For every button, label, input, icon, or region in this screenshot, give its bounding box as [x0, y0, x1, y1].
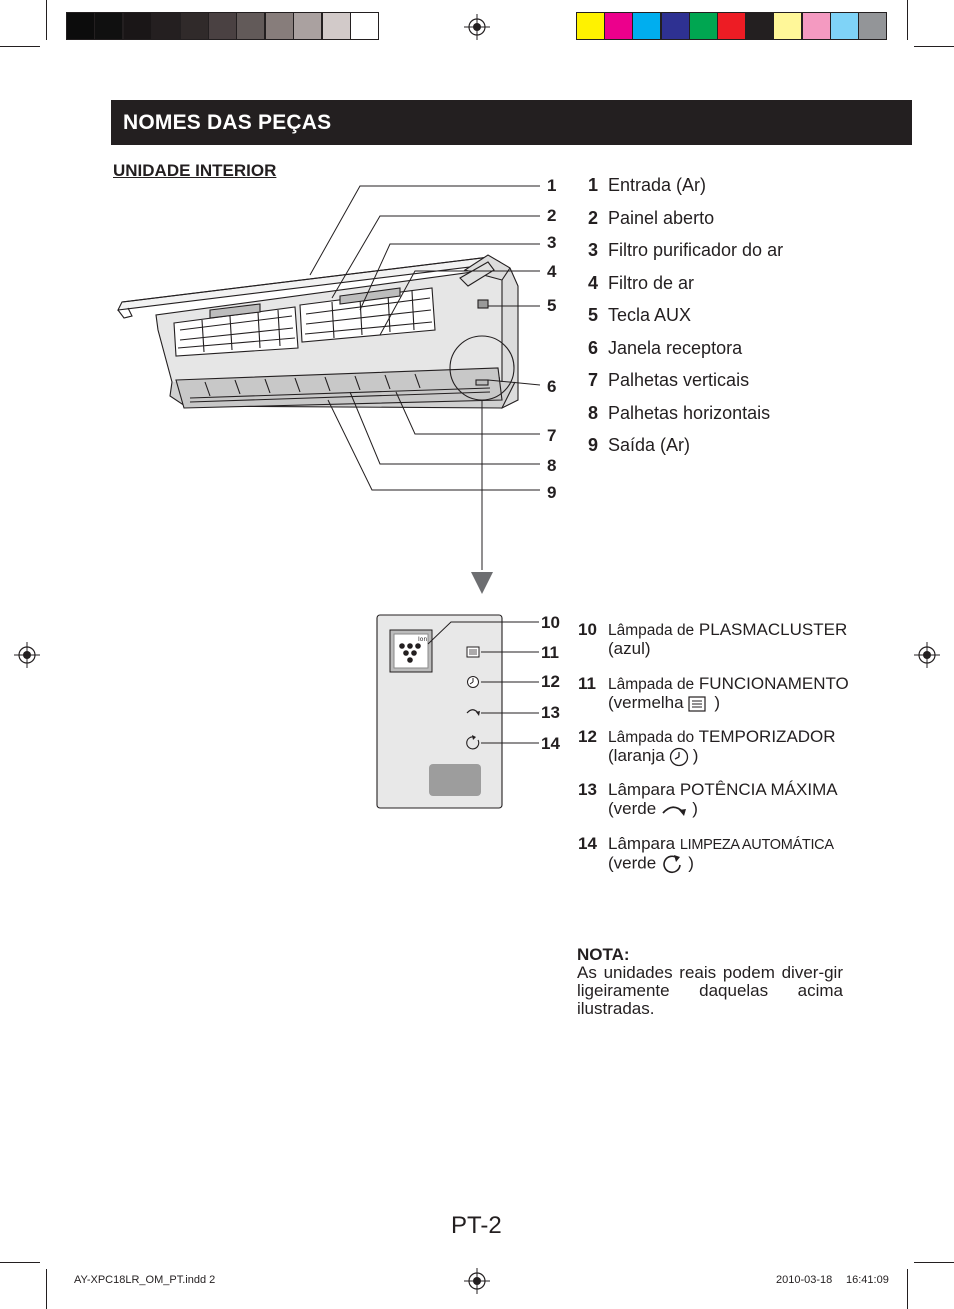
part-label: Painel aberto	[608, 207, 715, 228]
note-title: NOTA:	[577, 945, 630, 964]
crop-mark	[46, 0, 47, 40]
footer-file: AY-XPC18LR_OM_PT.indd 2	[74, 1274, 216, 1286]
operation-lamp-icon	[687, 695, 706, 712]
part-number: 9	[587, 435, 598, 455]
color-swatch	[66, 12, 95, 40]
registration-target-icon	[464, 1268, 490, 1294]
part-number: 7	[587, 370, 598, 390]
part-number: 1	[587, 175, 598, 195]
color-swatch	[122, 12, 152, 40]
part-number: 8	[587, 402, 598, 423]
part-number: 5	[587, 305, 598, 325]
lamp-label: Lâmpada de PLASMACLUSTER	[608, 620, 848, 639]
subheading: UNIDADE INTERIOR	[113, 161, 277, 180]
color-swatch	[858, 12, 887, 40]
color-swatch	[632, 12, 662, 40]
crop-mark	[914, 46, 954, 47]
registration-target-icon	[14, 642, 40, 668]
callout-number: 10	[541, 613, 560, 632]
callout-number: 9	[547, 483, 557, 502]
color-swatch	[179, 12, 209, 40]
callout-number: 11	[541, 643, 559, 662]
callout-number: 13	[541, 703, 560, 722]
callout-number: 6	[547, 377, 557, 396]
lamp-number: 11	[578, 674, 596, 693]
color-swatch	[576, 12, 605, 40]
lamp-number: 13	[578, 780, 597, 799]
callout-number: 3	[547, 233, 557, 252]
crop-mark	[0, 1262, 40, 1263]
callout-number: 12	[541, 672, 560, 691]
lamp-label: Lâmpada do TEMPORIZADOR	[608, 727, 836, 746]
crop-mark	[907, 0, 908, 40]
footer-time: 16:41:09	[846, 1274, 889, 1286]
lamp-color: (azul)	[608, 639, 651, 658]
full-power-icon	[662, 805, 687, 816]
crop-mark	[0, 46, 40, 47]
part-label: Palhetas verticais	[608, 370, 750, 390]
lamp-color: (verde)	[608, 853, 694, 875]
part-label: Tecla AUX	[608, 305, 692, 325]
auto-clean-icon	[663, 855, 681, 874]
lamp-number: 14	[578, 834, 597, 853]
page-number: PT-2	[451, 1212, 502, 1239]
timer-clock-icon	[669, 747, 688, 766]
callout-number: 2	[547, 206, 557, 225]
lamp-number: 10	[578, 620, 597, 639]
crop-mark	[46, 1269, 47, 1309]
registration-target-icon	[914, 642, 940, 668]
part-label: Saída (Ar)	[608, 435, 691, 455]
crop-mark	[907, 1269, 908, 1309]
part-number: 6	[587, 337, 598, 358]
color-swatch	[773, 12, 803, 40]
part-label: Entrada (Ar)	[608, 175, 707, 195]
callout-number: 1	[547, 176, 557, 195]
part-label: Filtro purificador do ar	[608, 240, 784, 260]
note: NOTA: As unidades reais podem diver-gir …	[577, 946, 843, 1018]
color-swatch	[604, 12, 634, 40]
part-number: 3	[587, 240, 598, 260]
lamp-number: 12	[578, 727, 597, 746]
color-swatch	[350, 12, 379, 40]
part-label: Janela receptora	[608, 337, 743, 358]
section-title: NOMES DAS PEÇAS	[111, 100, 912, 145]
color-swatch	[151, 12, 181, 40]
color-swatch	[829, 12, 859, 40]
color-swatch	[745, 12, 775, 40]
lamp-color: (laranja)	[608, 746, 699, 766]
color-swatch	[293, 12, 323, 40]
callout-number: 7	[547, 426, 557, 445]
callout-number: 5	[547, 296, 557, 315]
part-label: Filtro de ar	[608, 272, 695, 293]
footer-date: 2010-03-18	[776, 1274, 833, 1286]
ion-label: Ion	[418, 636, 427, 643]
crop-mark	[914, 1262, 954, 1263]
color-swatch	[94, 12, 124, 40]
part-label: Palhetas horizontais	[608, 402, 771, 423]
callout-number: 14	[541, 734, 560, 753]
part-number: 2	[587, 207, 598, 228]
callout-number: 8	[547, 456, 557, 475]
color-swatch	[660, 12, 690, 40]
display-panel-illustration: Ion	[376, 614, 539, 809]
color-swatch	[321, 12, 351, 40]
lamp-color: (vermelha )	[608, 693, 720, 712]
lamp-label: Lâmpada de FUNCIONAMENTO	[608, 674, 849, 693]
color-swatch	[717, 12, 746, 40]
lamp-color: (verde)	[608, 799, 698, 818]
indoor-unit-illustration	[117, 185, 541, 594]
registration-target-icon	[464, 14, 490, 40]
callout-number: 4	[547, 262, 557, 281]
color-swatch	[688, 12, 718, 40]
note-body: As unidades reais podem diver-gir ligeir…	[577, 963, 843, 1018]
color-swatch	[264, 12, 294, 40]
part-number: 4	[587, 272, 598, 293]
lamp-label: Lâmpara POTÊNCIA MÁXIMA	[608, 780, 838, 799]
color-swatch	[208, 12, 237, 40]
lamp-label: Lâmpara LIMPEZA AUTOMÁTICA	[608, 834, 834, 853]
color-swatch	[236, 12, 266, 40]
color-swatch	[801, 12, 831, 40]
